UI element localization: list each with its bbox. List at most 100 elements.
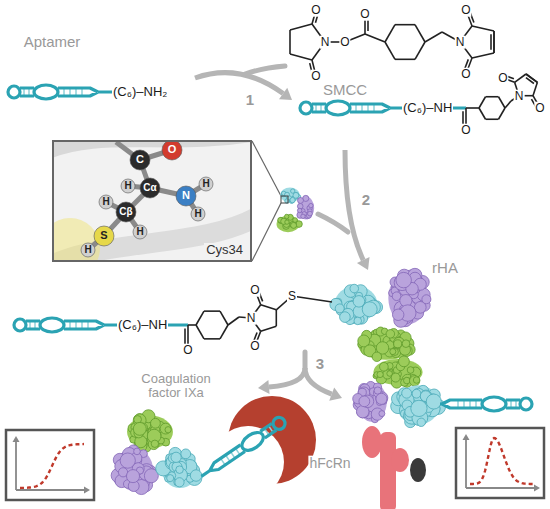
protein-bead xyxy=(340,312,351,323)
reagent-name: SMCC xyxy=(322,82,368,98)
bond xyxy=(196,325,204,339)
atom-sphere xyxy=(94,226,114,246)
bond xyxy=(290,54,312,60)
albumin-model xyxy=(330,268,431,361)
protein-domain xyxy=(357,382,387,421)
albumin-model xyxy=(277,188,315,233)
atom-sphere xyxy=(191,207,205,221)
bond xyxy=(499,108,506,119)
bond xyxy=(261,326,277,331)
aptamer-loop xyxy=(520,398,532,410)
step-number: 3 xyxy=(315,356,325,372)
atom-sphere xyxy=(140,178,160,198)
protein-bead xyxy=(372,352,381,361)
aptamer-strand xyxy=(14,318,188,332)
bond xyxy=(395,59,415,61)
aptamer-bulge xyxy=(482,397,506,411)
arrow-head xyxy=(279,88,292,100)
protein-bead xyxy=(285,220,289,224)
protein-name: hFcRn xyxy=(308,456,351,471)
reaction-arrow xyxy=(195,73,283,94)
aptamer-strand xyxy=(197,414,287,482)
bond xyxy=(526,78,534,84)
atom-label: N xyxy=(181,190,191,202)
atom-label: H xyxy=(193,209,202,220)
bond xyxy=(515,74,526,82)
atom-label: O xyxy=(359,8,370,21)
protein-bead xyxy=(402,388,412,398)
protein-bead xyxy=(376,393,387,404)
bond xyxy=(486,96,499,98)
aptamer-loop xyxy=(8,86,20,98)
protein-bead xyxy=(126,470,139,483)
protein-bead xyxy=(175,478,184,487)
reagent-feed xyxy=(303,352,308,368)
protein-bead xyxy=(176,466,184,474)
bond xyxy=(505,101,511,108)
aptamer-bulge xyxy=(326,101,350,115)
arrow-head xyxy=(258,380,270,394)
protein-bead xyxy=(394,340,402,348)
protein-bead xyxy=(422,295,431,304)
atom-label: O xyxy=(310,4,321,17)
bond xyxy=(292,296,332,302)
reagent-feed xyxy=(318,214,348,232)
protein-bead xyxy=(335,304,344,313)
protein-bead xyxy=(354,317,362,325)
molecule-name: Aptamer xyxy=(23,34,82,50)
bond xyxy=(365,34,385,42)
bond xyxy=(275,310,277,326)
axis-head xyxy=(84,487,90,494)
bond xyxy=(533,82,537,95)
bond xyxy=(289,30,291,54)
zoom-marker xyxy=(281,196,288,203)
atom-label: C xyxy=(135,154,145,166)
protein-bead xyxy=(409,376,419,386)
inset-box: Cys34 xyxy=(52,140,252,262)
plot-axis xyxy=(466,438,536,488)
protein-bead xyxy=(379,411,385,417)
bond xyxy=(290,24,312,30)
protein-domain xyxy=(280,188,300,203)
bond xyxy=(385,25,395,42)
protein-bead xyxy=(297,208,301,212)
linker-label: (C₆)–NH₂ xyxy=(112,85,168,99)
protein-bead xyxy=(390,349,396,355)
protein-bead xyxy=(309,203,313,207)
atom-sphere xyxy=(99,195,113,209)
bond xyxy=(499,97,506,108)
protein-bead xyxy=(301,214,305,218)
protein-bead xyxy=(417,418,425,426)
atom-label: O xyxy=(460,124,471,137)
bond xyxy=(472,26,494,31)
bond xyxy=(490,34,492,49)
zoom-line xyxy=(252,203,281,261)
receptor-chain xyxy=(380,432,396,509)
reagent-feed xyxy=(245,66,285,74)
linker-label: (C₆)–NH xyxy=(117,318,168,332)
atom-sphere xyxy=(133,225,147,239)
bond xyxy=(415,25,425,42)
plot-curve xyxy=(470,438,534,484)
protein-bead xyxy=(413,377,419,383)
bond xyxy=(220,311,228,325)
albumin-model xyxy=(353,356,446,428)
protein-bead xyxy=(391,373,400,382)
protein-bead xyxy=(291,222,297,228)
protein-bead xyxy=(353,296,365,308)
bond xyxy=(486,118,499,120)
atom-sphere xyxy=(199,177,213,191)
activity-plot xyxy=(456,428,544,498)
atom-label: N xyxy=(246,312,257,325)
arrow-head xyxy=(357,257,370,270)
protein-bead xyxy=(167,475,174,482)
reaction-arrow xyxy=(305,368,332,394)
bond xyxy=(228,317,239,325)
bond xyxy=(493,31,495,53)
protein-bead xyxy=(171,452,181,462)
atom-label: O xyxy=(497,72,508,85)
atom-label: H xyxy=(123,181,132,192)
aptamer-bulge xyxy=(34,85,58,99)
atom-label: O xyxy=(460,4,471,17)
